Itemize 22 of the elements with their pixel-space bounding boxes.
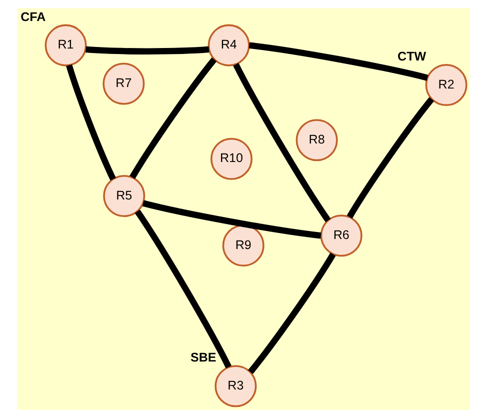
node-label: CFA bbox=[20, 10, 46, 24]
connector bbox=[85, 46, 209, 54]
node-label: SBE bbox=[190, 350, 216, 365]
node-circle: R8 bbox=[295, 119, 338, 162]
node-circle: R7 bbox=[102, 62, 144, 105]
node-circle: R10 bbox=[210, 138, 252, 180]
node-circle: R2 bbox=[424, 64, 467, 106]
connector bbox=[346, 97, 434, 219]
node-circle: R3 bbox=[214, 365, 256, 408]
connector bbox=[248, 42, 428, 81]
connector bbox=[247, 252, 336, 374]
connector bbox=[142, 200, 321, 239]
connector bbox=[129, 58, 216, 179]
connector bbox=[66, 64, 116, 180]
node-circle: R4 bbox=[207, 24, 250, 66]
node-circle: R6 bbox=[320, 214, 362, 257]
node-circle: R5 bbox=[102, 175, 145, 218]
node-circle: R1 bbox=[44, 24, 86, 66]
connector bbox=[134, 210, 231, 368]
connector bbox=[232, 62, 330, 222]
node-circle: R9 bbox=[222, 224, 264, 267]
node-label: CTW bbox=[397, 50, 426, 64]
